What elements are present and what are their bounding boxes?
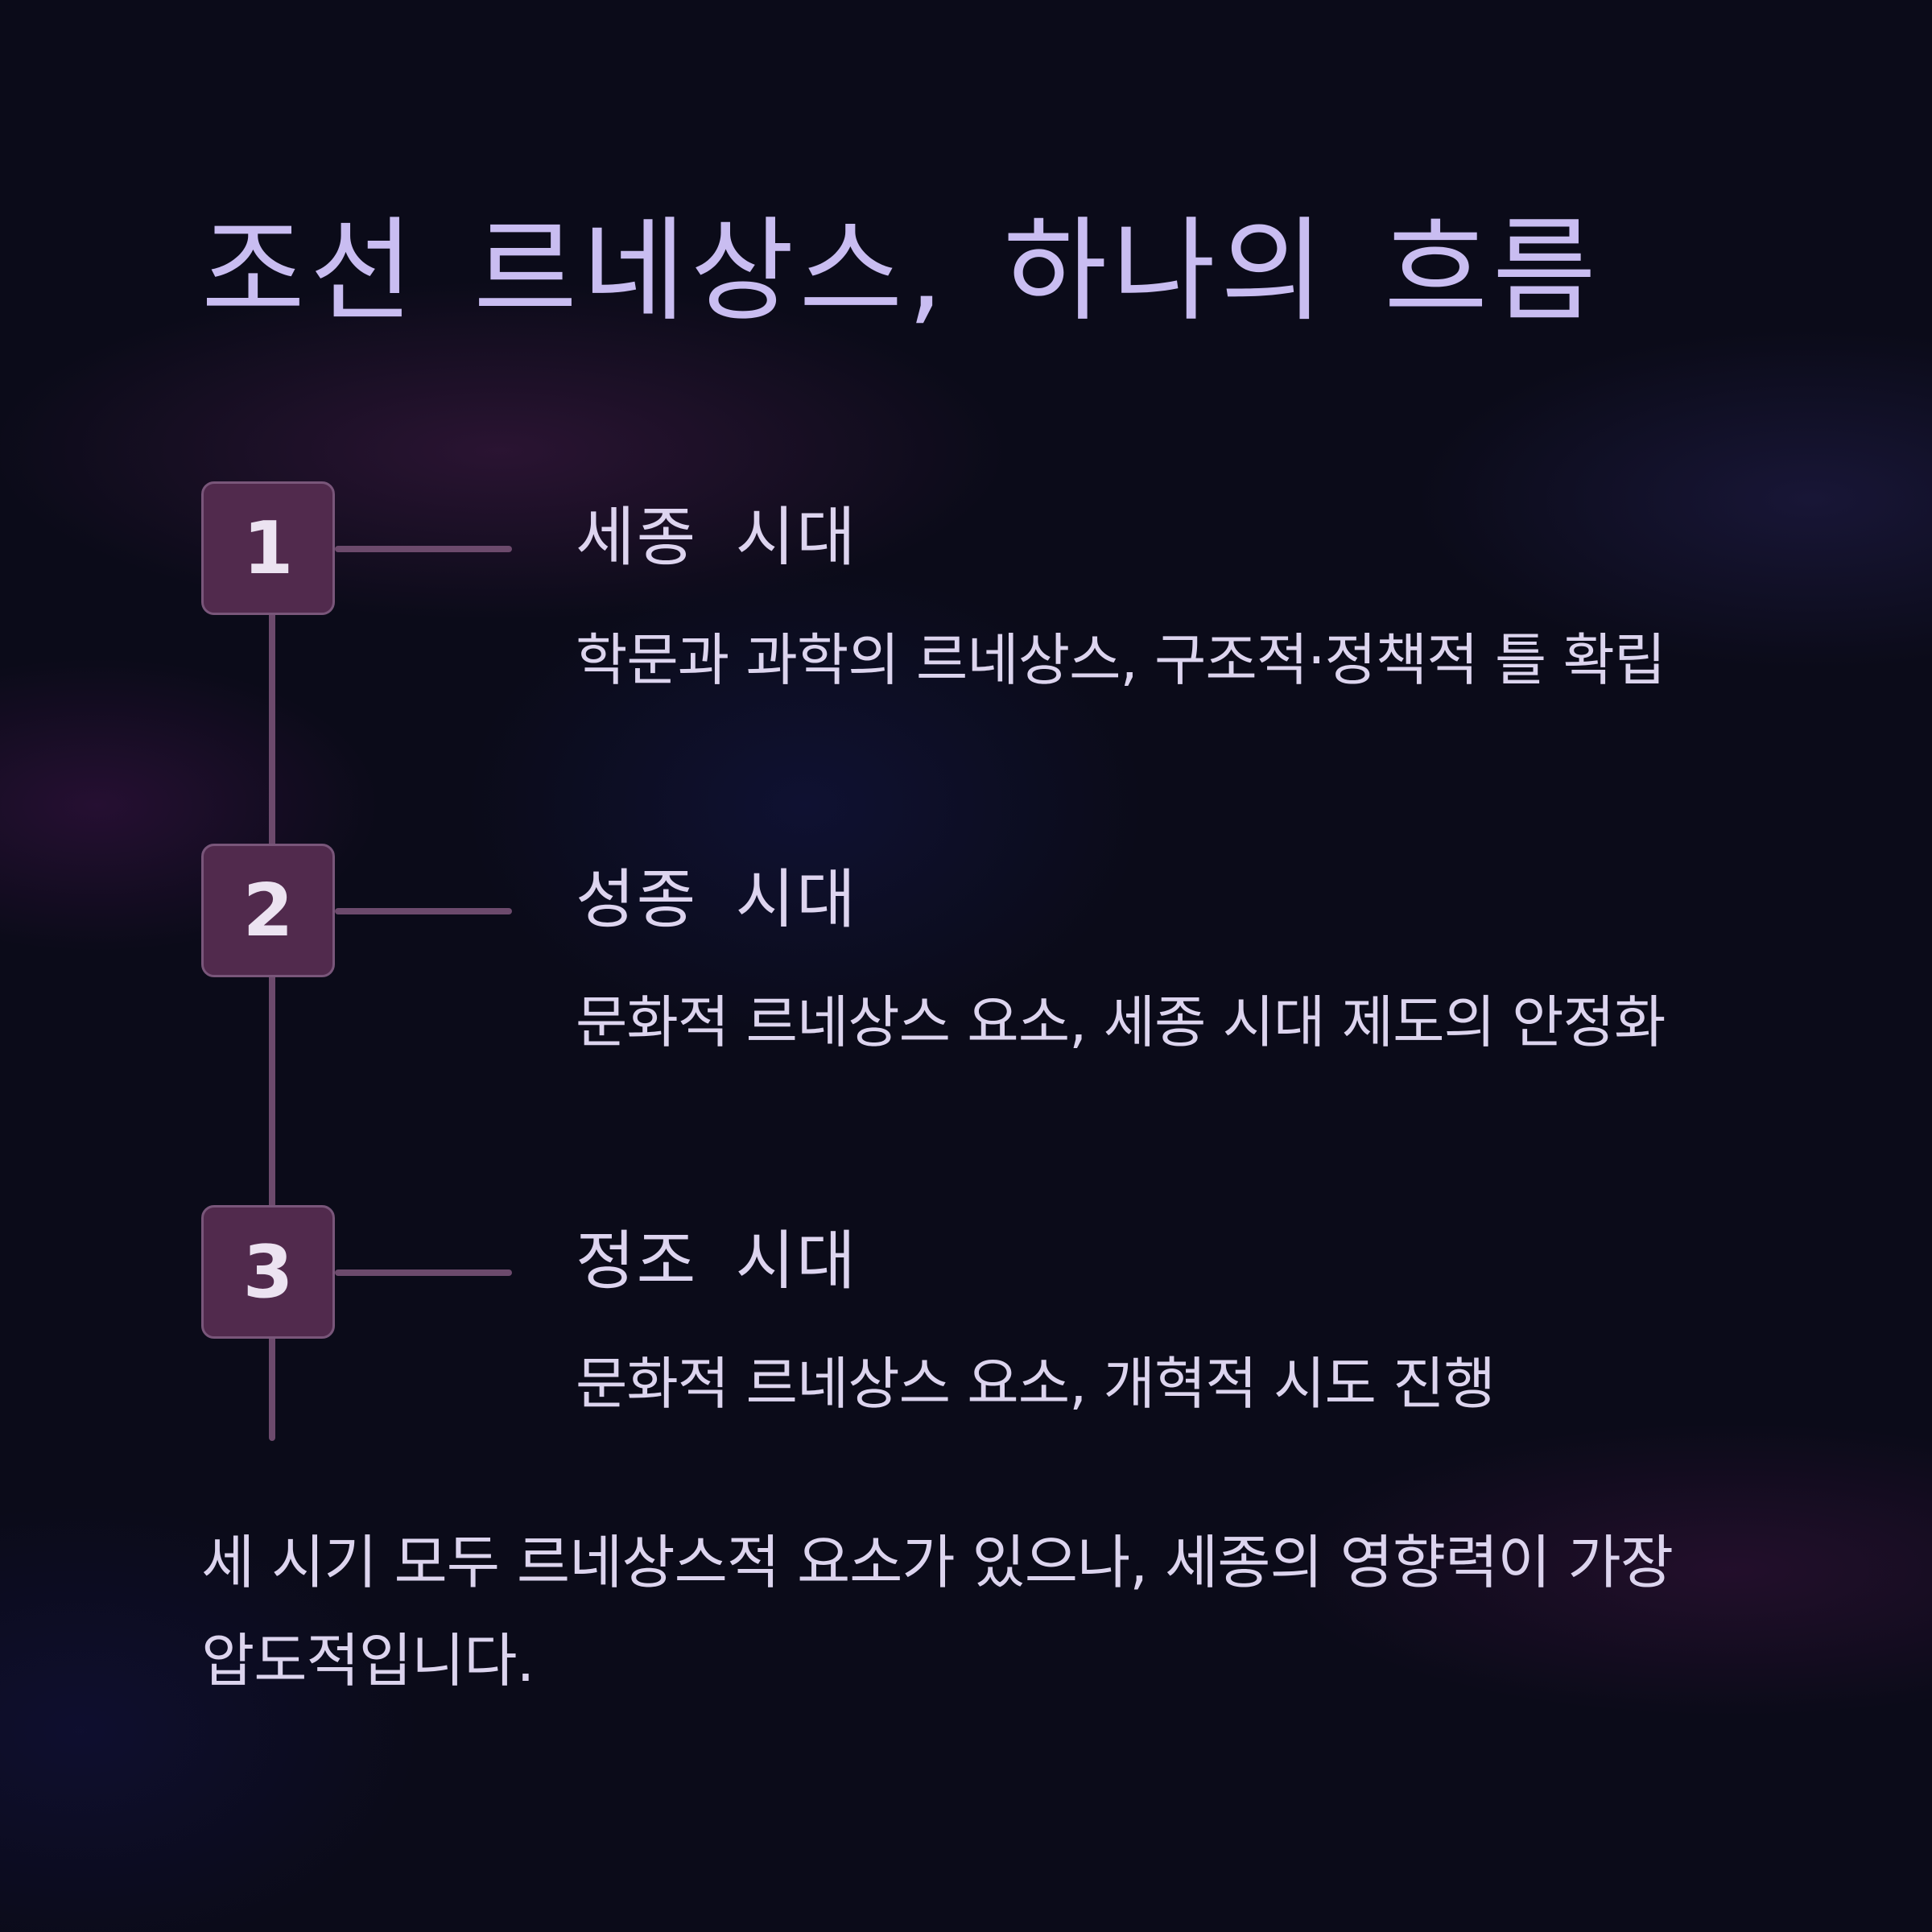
step-title: 세종 시대 [576, 500, 857, 575]
step-connector-line [335, 546, 512, 552]
step-description: 문화적 르네상스 요소, 개혁적 시도 진행 [576, 1351, 1496, 1417]
step-number-badge: 2 [201, 844, 335, 977]
timeline-step-1: 1 세종 시대 학문과 과학의 르네상스, 구조적·정책적 틀 확립 [201, 481, 1731, 693]
timeline-step-2: 2 성종 시대 문화적 르네상스 요소, 세종 시대 제도의 안정화 [201, 844, 1731, 1055]
step-title: 정조 시대 [576, 1224, 857, 1298]
step-connector-line [335, 1269, 512, 1276]
timeline-step-3: 3 정조 시대 문화적 르네상스 요소, 개혁적 시도 진행 [201, 1205, 1731, 1417]
step-description: 문화적 르네상스 요소, 세종 시대 제도의 안정화 [576, 989, 1666, 1055]
step-description: 학문과 과학의 르네상스, 구조적·정책적 틀 확립 [576, 627, 1666, 693]
step-number-badge: 1 [201, 481, 335, 615]
step-connector-line [335, 908, 512, 914]
step-title: 성종 시대 [576, 862, 857, 937]
step-number-badge: 3 [201, 1205, 335, 1339]
timeline-vertical-line [269, 612, 275, 1441]
page-title: 조선 르네상스, 하나의 흐름 [201, 206, 1601, 337]
summary-text: 세 시기 모두 르네상스적 요소가 있으나, 세종의 영향력이 가장 압도적입니… [201, 1529, 1674, 1695]
